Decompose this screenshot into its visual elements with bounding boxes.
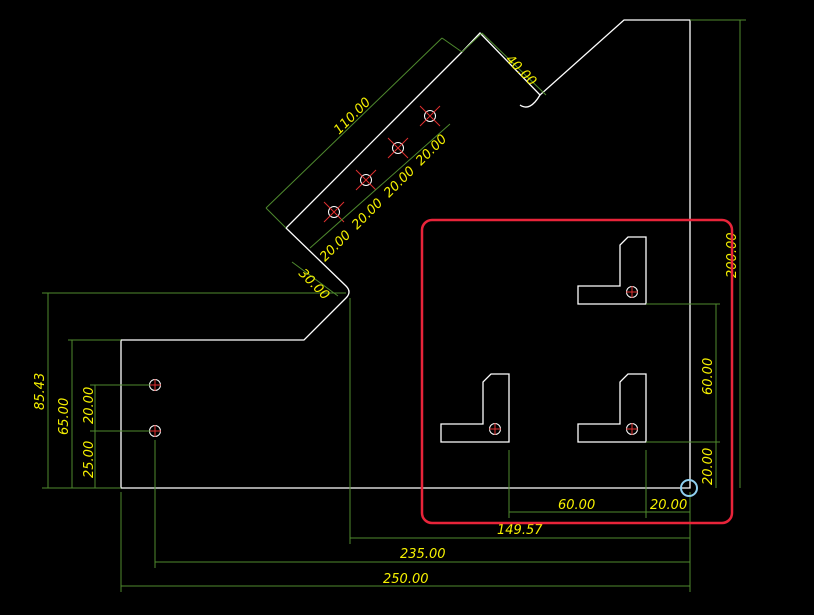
dim-slot-width: 40.00 [502,52,539,89]
dim-bracket-horizontal-offset: 20.00 [650,498,687,513]
dim-hole-offset-bottom: 25.00 [82,441,97,478]
dim-slot-pitch-1: 20.00 [317,228,354,265]
slot-fillet [519,94,541,108]
dim-slot-length: 110.00 [331,95,374,138]
slot-hole-3 [387,137,409,159]
dim-slot-setback: 30.00 [295,266,332,303]
outer-profile[interactable] [120,19,691,489]
dim-bracket-horizontal-pitch: 60.00 [558,498,595,513]
l-bracket-bottom-left [440,373,510,443]
slot-holes [323,105,441,223]
dim-bracket-vertical-pitch: 60.00 [701,358,716,395]
dim-slot-pitch-3: 20.00 [381,164,418,201]
left-holes [149,379,161,437]
dim-hole-offset-vertical: 20.00 [82,387,97,424]
slot-hole-1 [323,201,345,223]
dim-hole-span: 235.00 [400,547,446,562]
l-bracket-bottom-right [577,373,647,443]
selection-box[interactable] [420,218,734,525]
l-brackets[interactable] [440,236,647,443]
dim-width-overall: 250.00 [383,572,429,587]
part-outline[interactable] [120,19,691,489]
slot-hole-2 [355,169,377,191]
dim-slot-pitch-2: 20.00 [349,196,386,233]
slot-hole-4 [419,105,441,127]
snap-point-marker[interactable] [680,479,698,497]
hole-left-lower [149,425,161,437]
dim-height-left-step: 85.43 [33,373,48,410]
dim-slot-pitch-4: 20.00 [413,132,450,169]
dimension-lines [42,19,746,592]
dim-partial-span: 149.57 [497,523,543,538]
dim-bracket-vertical-offset: 20.00 [701,448,716,485]
dimension-texts: 250.00 235.00 149.57 60.00 20.00 200.00 … [33,52,740,587]
l-bracket-top [577,236,647,305]
hole-left-upper [149,379,161,391]
dim-height-left-flat: 65.00 [57,398,72,435]
